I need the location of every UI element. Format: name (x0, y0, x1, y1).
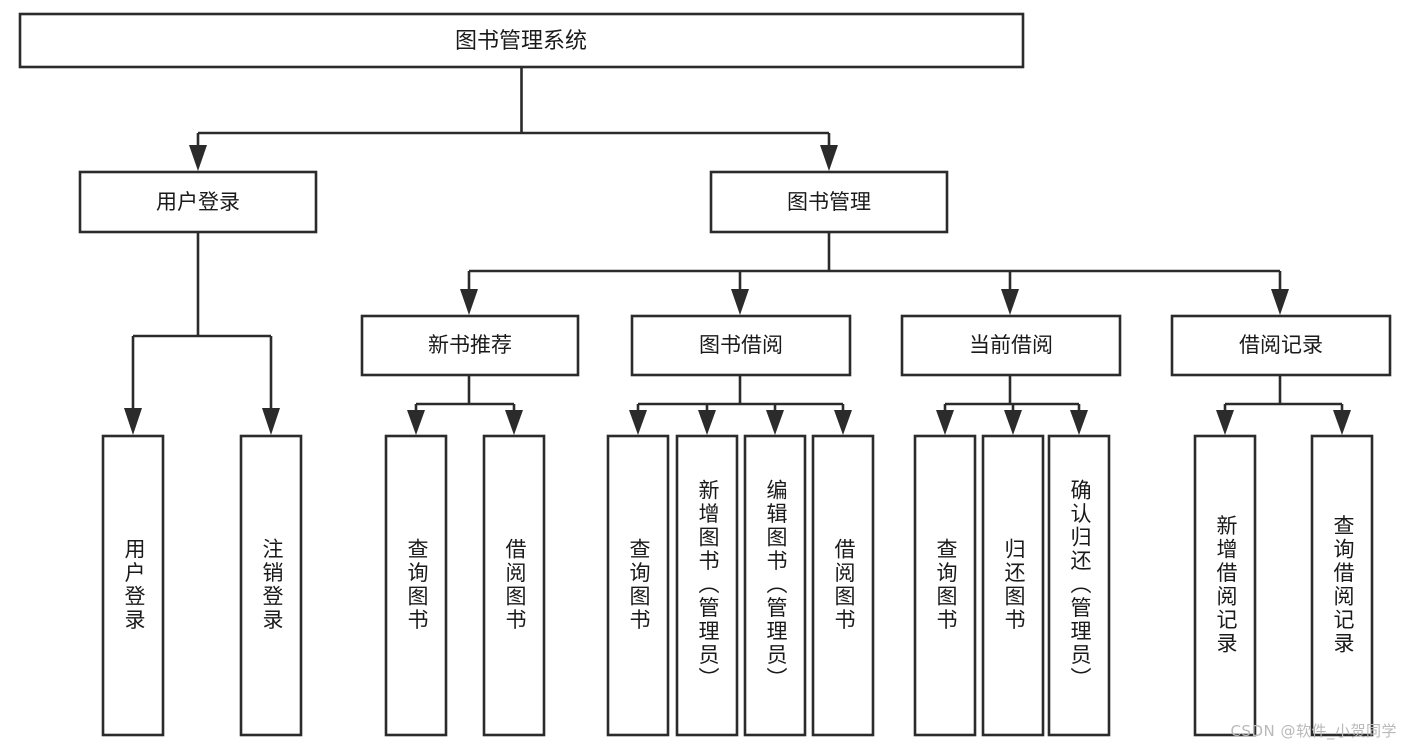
node-leaf-query-record-box[interactable] (1310, 434, 1374, 737)
node-book-borrow-box[interactable] (630, 314, 852, 377)
node-leaf-add-record-label: 新增借阅记录 (1214, 515, 1238, 656)
node-book-borrow-label: 图书借阅 (699, 333, 783, 357)
arrow-to-leaf-add-record (1216, 410, 1234, 435)
arrow-to-leaf-borrow-book-1 (505, 410, 523, 435)
node-leaf-borrow-book-1[interactable]: 借阅图书 (482, 434, 546, 737)
node-leaf-add-book[interactable]: 新增图书（管理员） (675, 434, 739, 737)
arrow-to-leaf-user-login (124, 408, 142, 435)
node-borrow-record-label: 借阅记录 (1239, 333, 1323, 357)
node-leaf-borrow-book-2-label: 借阅图书 (832, 538, 856, 632)
node-leaf-return-book-label: 归还图书 (1002, 538, 1026, 632)
node-leaf-edit-book-label: 编辑图书（管理员） (764, 479, 788, 691)
node-leaf-logout-label: 注销登录 (260, 538, 284, 632)
node-leaf-logout-box[interactable] (239, 434, 303, 737)
arrow-to-book-borrow (731, 289, 749, 315)
arrow-to-borrow-record (1271, 289, 1289, 315)
node-book-manage[interactable]: 图书管理 (709, 170, 949, 234)
node-leaf-return-book[interactable]: 归还图书 (981, 434, 1045, 737)
arrow-to-user-login (189, 145, 207, 171)
node-leaf-return-book-box[interactable] (981, 434, 1045, 737)
arrow-to-leaf-logout (262, 408, 280, 435)
arrow-to-leaf-query-book-1 (407, 410, 425, 435)
arrow-to-leaf-query-book-3 (936, 410, 954, 435)
node-leaf-query-record-label: 查询借阅记录 (1331, 515, 1355, 656)
node-leaf-borrow-book-2-box[interactable] (811, 434, 875, 737)
arrow-to-current-borrow (1001, 289, 1019, 315)
node-leaf-borrow-book-1-box[interactable] (482, 434, 546, 737)
node-leaf-edit-book-box[interactable] (743, 434, 807, 737)
node-leaf-logout[interactable]: 注销登录 (239, 434, 303, 737)
node-borrow-record[interactable]: 借阅记录 (1170, 314, 1392, 377)
node-leaf-query-book-3-box[interactable] (913, 434, 977, 737)
node-leaf-edit-book[interactable]: 编辑图书（管理员） (743, 434, 807, 737)
node-root[interactable]: 图书管理系统 (18, 12, 1025, 69)
node-leaf-query-book-2[interactable]: 查询图书 (606, 434, 670, 737)
node-leaf-query-book-1-label: 查询图书 (405, 538, 429, 632)
node-leaf-user-login[interactable]: 用户登录 (101, 434, 165, 737)
node-current-borrow[interactable]: 当前借阅 (900, 314, 1122, 377)
arrow-to-leaf-confirm-return (1070, 410, 1088, 435)
arrow-to-book-manage (820, 145, 838, 171)
node-leaf-user-login-label: 用户登录 (122, 538, 146, 632)
node-leaf-user-login-box[interactable] (101, 434, 165, 737)
node-borrow-record-box[interactable] (1170, 314, 1392, 377)
arrow-to-leaf-edit-book (766, 410, 784, 435)
arrow-to-new-book-rec (460, 289, 478, 315)
node-user-login-label: 用户登录 (156, 190, 240, 214)
node-leaf-add-book-box[interactable] (675, 434, 739, 737)
connector-layer (124, 67, 1351, 435)
node-leaf-query-book-3[interactable]: 查询图书 (913, 434, 977, 737)
node-leaf-confirm-return-box[interactable] (1047, 434, 1111, 737)
node-leaf-confirm-return[interactable]: 确认归还（管理员） (1047, 434, 1111, 737)
node-new-book-rec-box[interactable] (360, 314, 580, 377)
arrow-to-leaf-borrow-book-2 (834, 410, 852, 435)
csdn-watermark: CSDN @软件_小贺同学 (1230, 722, 1397, 740)
node-leaf-query-book-1[interactable]: 查询图书 (384, 434, 448, 737)
node-new-book-rec-label: 新书推荐 (428, 333, 512, 357)
node-current-borrow-box[interactable] (900, 314, 1122, 377)
node-leaf-query-record[interactable]: 查询借阅记录 (1310, 434, 1374, 737)
node-root-box[interactable] (18, 12, 1025, 69)
node-leaf-query-book-2-box[interactable] (606, 434, 670, 737)
node-book-borrow[interactable]: 图书借阅 (630, 314, 852, 377)
node-user-login-box[interactable] (78, 170, 318, 234)
node-book-manage-box[interactable] (709, 170, 949, 234)
node-leaf-query-book-2-label: 查询图书 (627, 538, 651, 632)
arrow-to-leaf-query-record (1333, 410, 1351, 435)
node-leaf-query-book-1-box[interactable] (384, 434, 448, 737)
node-leaf-add-book-label: 新增图书（管理员） (696, 479, 720, 691)
node-root-label: 图书管理系统 (455, 29, 587, 54)
node-leaf-add-record-box[interactable] (1193, 434, 1257, 737)
node-user-login[interactable]: 用户登录 (78, 170, 318, 234)
node-leaf-query-book-3-label: 查询图书 (934, 538, 958, 632)
arrow-to-leaf-query-book-2 (629, 410, 647, 435)
arrow-to-leaf-return-book (1004, 410, 1022, 435)
node-leaf-borrow-book-1-label: 借阅图书 (503, 538, 527, 632)
node-current-borrow-label: 当前借阅 (969, 333, 1053, 357)
node-leaf-confirm-return-label: 确认归还（管理员） (1068, 479, 1092, 691)
node-leaf-borrow-book-2[interactable]: 借阅图书 (811, 434, 875, 737)
arrow-to-leaf-add-book (698, 410, 716, 435)
node-book-manage-label: 图书管理 (787, 190, 871, 214)
node-new-book-rec[interactable]: 新书推荐 (360, 314, 580, 377)
node-leaf-add-record[interactable]: 新增借阅记录 (1193, 434, 1257, 737)
